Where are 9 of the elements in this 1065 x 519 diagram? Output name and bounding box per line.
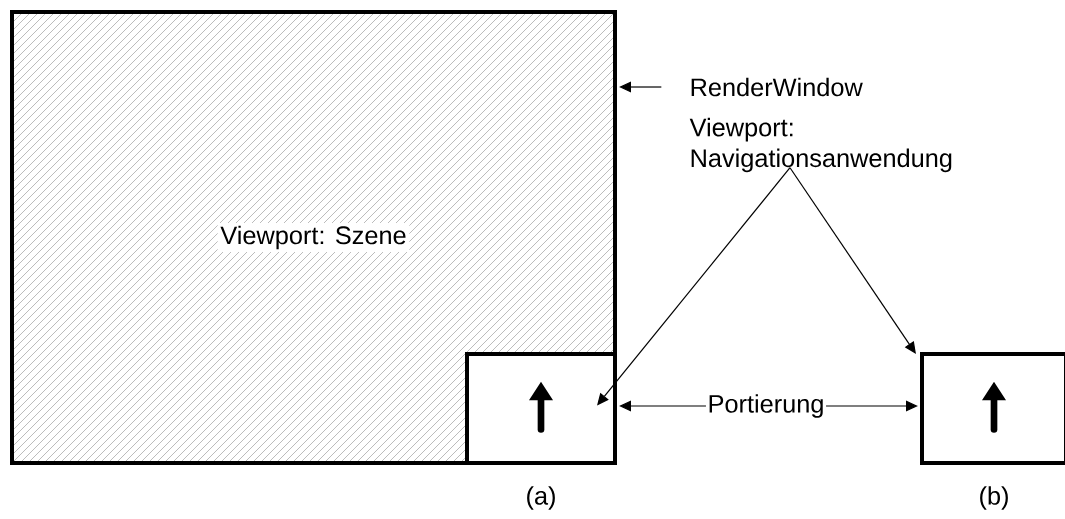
figure-label: (a) [527,486,555,510]
arrow [825,400,918,412]
text-label: RenderWindow [691,77,863,97]
text-label: Portierung [709,394,823,418]
arrow [619,400,707,412]
figure-label: (b) [980,486,1008,510]
arrow [619,81,662,93]
arrow [789,167,916,354]
text-label: Viewport: Navigationsanwendung [689,117,952,173]
